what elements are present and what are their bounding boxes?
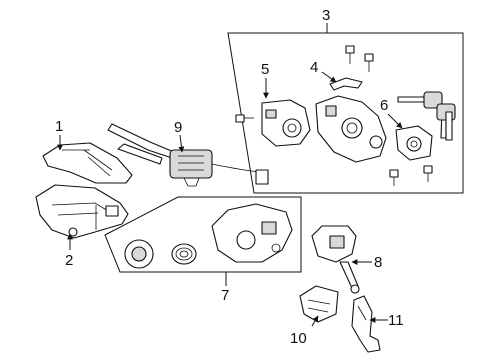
leader-9 xyxy=(178,134,185,153)
callout-1: 1 xyxy=(55,118,63,135)
callout-5: 5 xyxy=(261,61,269,78)
callout-10: 10 xyxy=(290,330,307,347)
cylinder-assembly xyxy=(124,203,293,269)
callout-7: 7 xyxy=(221,287,229,304)
mounting-bracket xyxy=(351,295,381,353)
callout-9: 9 xyxy=(174,119,182,136)
control-module xyxy=(299,285,339,323)
ignition-cylinder xyxy=(395,125,433,161)
callout-8: 8 xyxy=(374,254,382,271)
assembly-box-3 xyxy=(227,32,464,194)
assembly-box-7 xyxy=(104,196,302,273)
switch-assembly xyxy=(311,225,360,294)
steering-lock-body xyxy=(315,95,387,163)
mounting-bolt-left xyxy=(235,114,254,123)
callout-2: 2 xyxy=(65,252,73,269)
mounting-bolts-bottom xyxy=(389,165,433,186)
keys xyxy=(397,91,456,141)
leader-4 xyxy=(321,71,337,83)
combination-switch xyxy=(107,123,269,187)
mounting-bolts-top xyxy=(345,45,374,72)
upper-column-cover xyxy=(42,142,133,184)
callout-3: 3 xyxy=(322,7,330,24)
leader-10 xyxy=(311,315,319,327)
leader-6 xyxy=(387,113,403,129)
callout-6: 6 xyxy=(380,97,388,114)
callout-4: 4 xyxy=(310,59,318,76)
lock-housing xyxy=(261,99,311,147)
callout-11: 11 xyxy=(388,312,404,329)
bracket xyxy=(329,77,363,91)
